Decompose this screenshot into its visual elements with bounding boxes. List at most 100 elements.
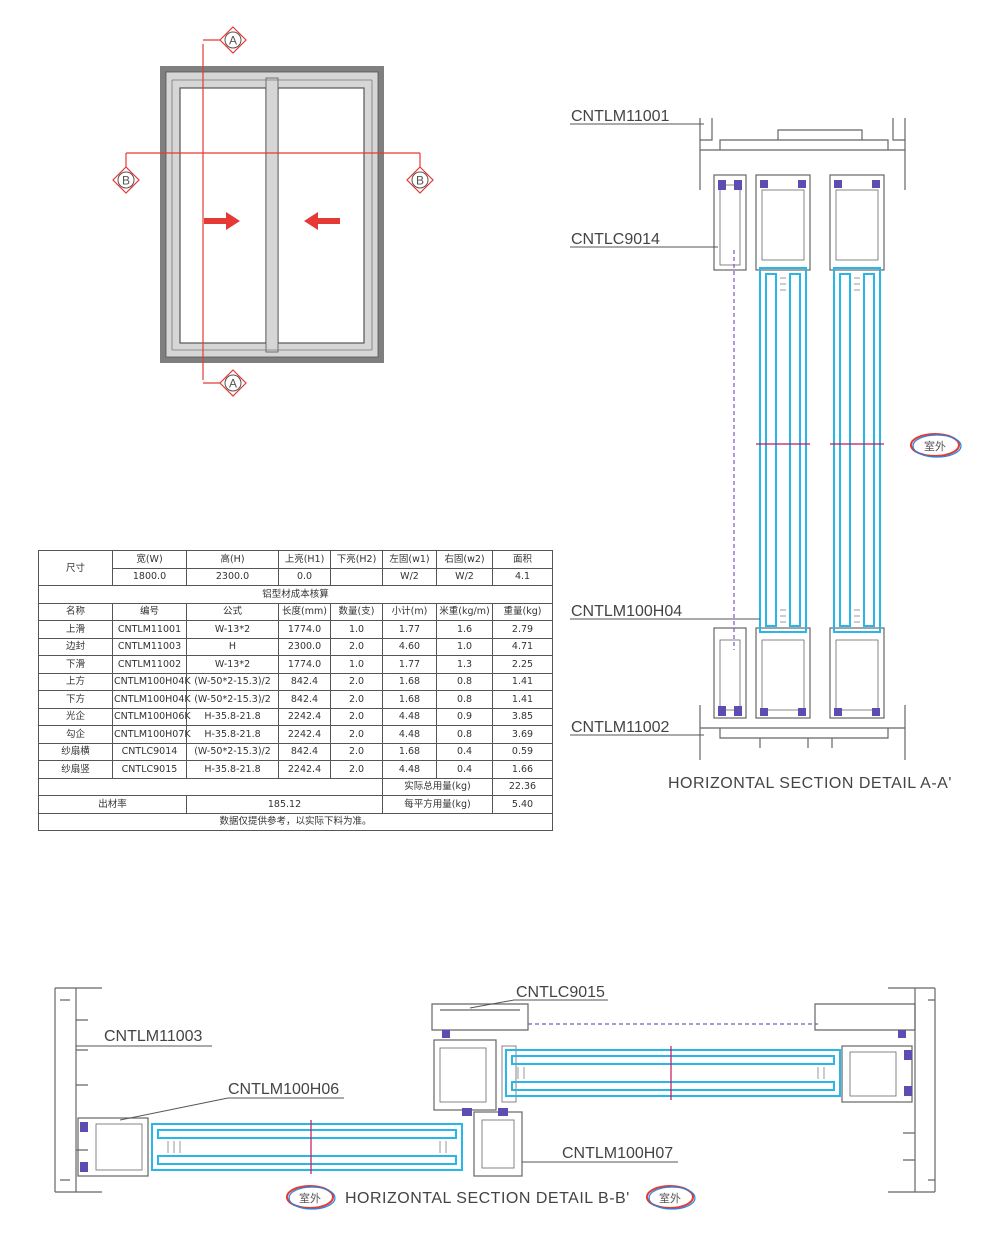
table-cell: 4.60 bbox=[382, 637, 437, 656]
table-cell: 2242.4 bbox=[278, 725, 331, 744]
table-cell: CNTLM100H04K bbox=[112, 672, 191, 691]
section-bb-drawing bbox=[54, 987, 936, 1193]
table-cell: 1.77 bbox=[382, 620, 437, 639]
section-bb-title: HORIZONTAL SECTION DETAIL B-B' bbox=[345, 1190, 630, 1207]
table-cell: 下滑 bbox=[38, 655, 113, 674]
size-header-w2: 右固(w2) bbox=[436, 550, 493, 569]
label-cntlm100h04: CNTLM100H04 bbox=[571, 603, 682, 620]
label-cntlm100h06: CNTLM100H06 bbox=[228, 1081, 339, 1098]
table-cell: 0.59 bbox=[492, 742, 553, 761]
total-label: 实际总用量(kg) bbox=[382, 777, 493, 796]
size-header-w: 宽(W) bbox=[112, 550, 187, 569]
outdoor-label-bb-right: 室外 bbox=[659, 1191, 681, 1205]
table-cell: 2.0 bbox=[330, 760, 383, 779]
cost-table: 尺寸 宽(W) 高(H) 上亮(H1) 下亮(H2) 左固(w1) 右固(w2)… bbox=[38, 550, 553, 831]
col-name: 名称 bbox=[38, 602, 113, 621]
table-cell: 0.8 bbox=[436, 725, 493, 744]
outdoor-label-bb-left: 室外 bbox=[299, 1191, 321, 1205]
table-cell: 2242.4 bbox=[278, 707, 331, 726]
col-weight: 重量(kg) bbox=[492, 602, 553, 621]
outdoor-badge-bb-right: 室外 bbox=[646, 1185, 696, 1210]
leaders-aa bbox=[570, 123, 760, 736]
table-cell: 1774.0 bbox=[278, 655, 331, 674]
col-formula: 公式 bbox=[186, 602, 279, 621]
section-marker-b-left: B bbox=[112, 166, 140, 194]
table-cell: 2.0 bbox=[330, 637, 383, 656]
section-aa-title: HORIZONTAL SECTION DETAIL A-A' bbox=[668, 775, 952, 792]
table-cell: 2.25 bbox=[492, 655, 553, 674]
table-cell: 2242.4 bbox=[278, 760, 331, 779]
table-cell: 842.4 bbox=[278, 690, 331, 709]
table-cell: 1.41 bbox=[492, 672, 553, 691]
center-marks-bb bbox=[310, 1046, 672, 1174]
col-code: 编号 bbox=[112, 602, 187, 621]
table-cell: 1.3 bbox=[436, 655, 493, 674]
table-cell: 3.69 bbox=[492, 725, 553, 744]
column-header-row: 名称 编号 公式 长度(mm) 数量(支) 小计(m) 米重(kg/m) 重量(… bbox=[38, 602, 553, 621]
table-cell: 0.9 bbox=[436, 707, 493, 726]
table-cell: 2.0 bbox=[330, 672, 383, 691]
table-note: 数据仅提供参考，以实际下料为准。 bbox=[38, 812, 553, 831]
table-cell: 2.79 bbox=[492, 620, 553, 639]
table-cell: 1.0 bbox=[330, 620, 383, 639]
table-cell: 1.68 bbox=[382, 672, 437, 691]
table-cell: 勾企 bbox=[38, 725, 113, 744]
slide-arrow-right-icon bbox=[204, 212, 240, 230]
table-cell: 1.68 bbox=[382, 690, 437, 709]
glass-panes-bb bbox=[151, 1049, 841, 1171]
table-cell: 上滑 bbox=[38, 620, 113, 639]
gaskets-aa bbox=[718, 180, 880, 716]
table-cell: 纱扇横 bbox=[38, 742, 113, 761]
size-value-area: 4.1 bbox=[492, 567, 553, 586]
table-cell: 1.6 bbox=[436, 620, 493, 639]
table-cell: 上方 bbox=[38, 672, 113, 691]
table-cell: 2.0 bbox=[330, 742, 383, 761]
table-cell: 1.66 bbox=[492, 760, 553, 779]
label-cntlm100h07: CNTLM100H07 bbox=[562, 1145, 673, 1162]
spacer-lines-bb bbox=[167, 1067, 825, 1153]
table-cell: 2.0 bbox=[330, 690, 383, 709]
table-cell: 0.8 bbox=[436, 672, 493, 691]
table-cell: W-13*2 bbox=[186, 655, 279, 674]
size-value-w2: W/2 bbox=[436, 567, 493, 586]
yield-value: 185.12 bbox=[186, 795, 383, 814]
size-header-w1: 左固(w1) bbox=[382, 550, 437, 569]
table-cell: 0.8 bbox=[436, 690, 493, 709]
label-cntlc9015: CNTLC9015 bbox=[516, 984, 605, 1001]
table-cell: 下方 bbox=[38, 690, 113, 709]
section-aa-drawing bbox=[699, 118, 906, 760]
section-title-row: 铝型材成本核算 bbox=[38, 585, 553, 604]
label-cntlm11002: CNTLM11002 bbox=[571, 719, 670, 736]
table-cell: CNTLM100H06K bbox=[112, 707, 191, 726]
marker-a-top-label: A bbox=[229, 34, 237, 48]
table-cell: CNTLM100H04K bbox=[112, 690, 191, 709]
table-cell: (W-50*2-15.3)/2 bbox=[186, 690, 279, 709]
slide-arrow-left-icon bbox=[304, 212, 340, 230]
col-unit-weight: 米重(kg/m) bbox=[436, 602, 493, 621]
table-cell: 842.4 bbox=[278, 672, 331, 691]
table-cell: 1.0 bbox=[330, 655, 383, 674]
col-subtotal: 小计(m) bbox=[382, 602, 437, 621]
glass-panes-aa bbox=[759, 267, 881, 633]
table-cell: 4.48 bbox=[382, 725, 437, 744]
section-title: 铝型材成本核算 bbox=[38, 585, 553, 604]
outdoor-badge-bb-left: 室外 bbox=[286, 1185, 336, 1210]
size-value-w1: W/2 bbox=[382, 567, 437, 586]
table-cell: H-35.8-21.8 bbox=[186, 707, 279, 726]
label-cntlc9014: CNTLC9014 bbox=[571, 231, 660, 248]
table-cell: 2.0 bbox=[330, 725, 383, 744]
outdoor-label-aa: 室外 bbox=[924, 439, 946, 453]
window-elevation bbox=[125, 39, 421, 384]
table-cell: 1.77 bbox=[382, 655, 437, 674]
table-cell: CNTLM100H07K bbox=[112, 725, 191, 744]
table-cell: 4.71 bbox=[492, 637, 553, 656]
table-cell: 光企 bbox=[38, 707, 113, 726]
table-cell: 纱扇竖 bbox=[38, 760, 113, 779]
size-header-h: 高(H) bbox=[186, 550, 279, 569]
